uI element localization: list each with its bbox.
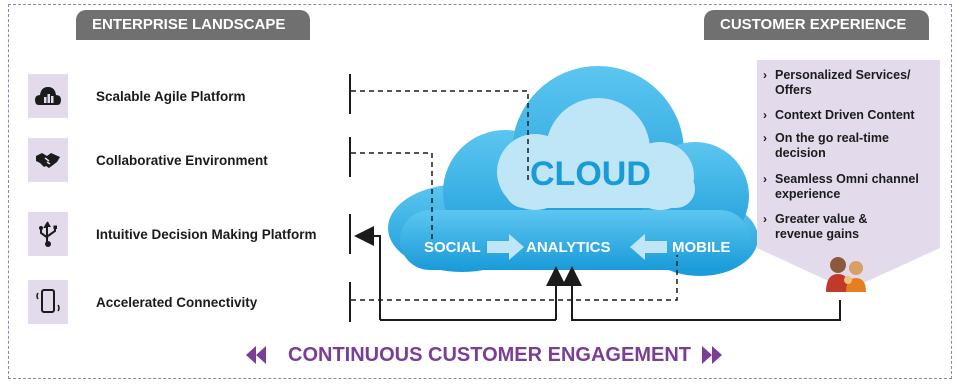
landscape-label: Collaborative Environment — [96, 152, 268, 168]
landscape-item-connectivity: Accelerated Connectivity — [28, 280, 257, 324]
continuous-engagement-label: CONTINUOUS CUSTOMER ENGAGEMENT — [288, 344, 691, 366]
chevron-right-icon: › — [763, 68, 767, 82]
landscape-item-collaborative: Collaborative Environment — [28, 138, 268, 182]
handshake-icon — [28, 138, 68, 182]
connector-bar-2 — [349, 137, 351, 177]
chevron-right-icon: › — [763, 212, 767, 226]
chevron-right-icon: › — [763, 108, 767, 122]
cx-item-5: › Greater value & revenue gains — [763, 212, 895, 242]
cx-item-label: Context Driven Content — [775, 108, 915, 122]
mobile-phone-icon — [28, 280, 68, 324]
chevron-right-icon: › — [763, 131, 767, 145]
cloud-chart-icon — [28, 74, 68, 118]
landscape-label: Intuitive Decision Making Platform — [96, 226, 317, 242]
landscape-item-scalable: Scalable Agile Platform — [28, 74, 246, 118]
cx-item-2: › Context Driven Content — [763, 108, 935, 123]
customer-experience-panel — [757, 60, 940, 290]
cx-item-label: Personalized Services/ Offers — [775, 68, 911, 97]
people-icon — [826, 257, 866, 292]
tab-enterprise-landscape: ENTERPRISE LANDSCAPE — [76, 10, 310, 40]
usb-icon — [28, 212, 68, 256]
cx-item-4: › Seamless Omni channel experience — [763, 172, 925, 202]
landscape-label: Scalable Agile Platform — [96, 88, 246, 104]
cx-item-label: Greater value & revenue gains — [775, 212, 868, 241]
landscape-item-intuitive: Intuitive Decision Making Platform — [28, 212, 317, 256]
chevron-right-icon: › — [763, 172, 767, 186]
tab-customer-experience: CUSTOMER EXPERIENCE — [704, 10, 929, 40]
cloud-title: CLOUD — [530, 155, 651, 193]
cloud-shape — [388, 66, 758, 276]
diagram-frame — [8, 4, 952, 379]
connector-bar-4 — [349, 282, 351, 322]
cloud-mobile-label: MOBILE — [672, 239, 731, 256]
landscape-label: Accelerated Connectivity — [96, 294, 258, 310]
cx-item-label: On the go real-time decision — [775, 131, 889, 160]
connector-bar-3 — [349, 214, 351, 254]
cx-item-1: › Personalized Services/ Offers — [763, 68, 935, 98]
cloud-analytics-label: ANALYTICS — [526, 239, 611, 256]
cloud-social-label: SOCIAL — [424, 239, 481, 256]
cx-item-3: › On the go real-time decision — [763, 131, 925, 161]
cx-item-label: Seamless Omni channel experience — [775, 172, 919, 201]
connector-bar-1 — [349, 74, 351, 114]
